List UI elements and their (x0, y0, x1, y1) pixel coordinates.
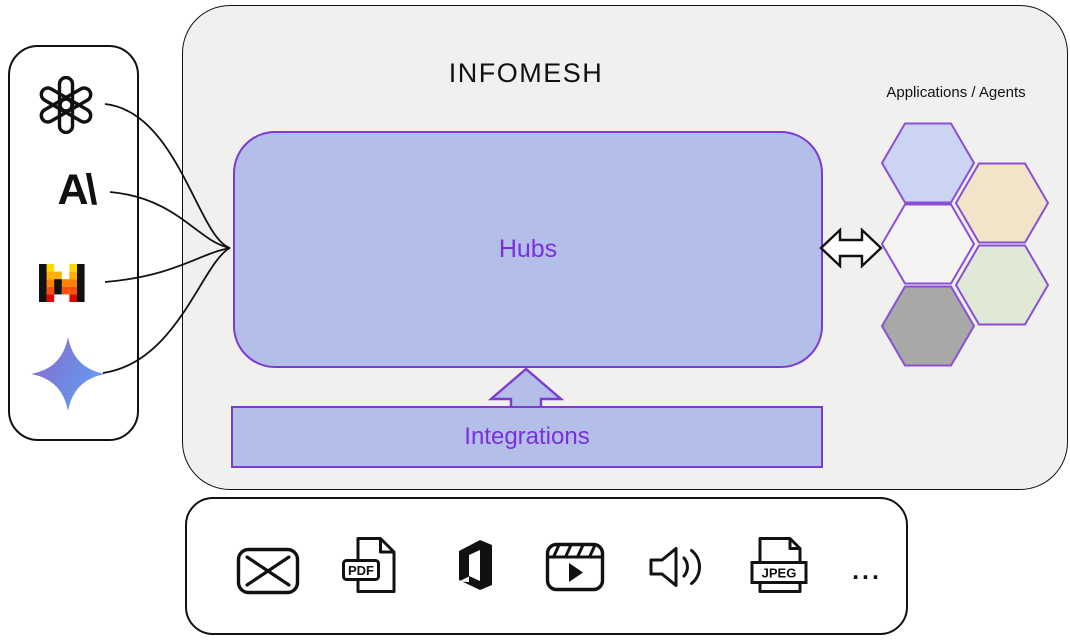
openai-logo-icon (37, 75, 95, 139)
applications-agents-label: Applications / Agents (886, 84, 1026, 101)
more-ellipsis: ... (852, 557, 882, 585)
infomesh-container: INFOMESH Hubs Integrations Applications … (182, 5, 1068, 490)
hexagon-app-3 (880, 203, 976, 285)
infomesh-title: INFOMESH (448, 58, 604, 88)
integrations-bar: Integrations (231, 406, 823, 468)
integrations-label: Integrations (464, 423, 590, 450)
anthropic-glyph: A\ (57, 165, 98, 214)
gemini-logo-icon (30, 336, 106, 417)
email-envelope-icon (236, 547, 300, 595)
anthropic-logo-icon: A\ (38, 165, 114, 215)
pdf-file-icon: PDF (342, 537, 396, 593)
hexagon-app-1 (880, 122, 976, 204)
hexagon-app-5 (880, 285, 976, 367)
hubs-label: Hubs (498, 235, 558, 263)
hubs-applications-double-arrow-icon (819, 227, 883, 269)
file-types-panel: PDF JPEG ... (185, 497, 908, 635)
video-media-icon (545, 542, 605, 592)
mistral-logo-icon (39, 264, 85, 308)
office-suite-icon (459, 540, 492, 590)
jpeg-image-icon: JPEG (750, 537, 808, 593)
audio-speaker-icon (649, 547, 702, 587)
integrations-to-hubs-arrow (487, 367, 565, 410)
hubs-box: Hubs (233, 131, 823, 368)
applications-hexagon-cluster (880, 122, 1050, 367)
jpeg-label: JPEG (762, 566, 797, 581)
pdf-label: PDF (348, 563, 374, 578)
hexagon-app-2 (954, 162, 1050, 244)
hexagon-app-4 (954, 244, 1050, 326)
ai-providers-panel: A\ (8, 45, 139, 441)
